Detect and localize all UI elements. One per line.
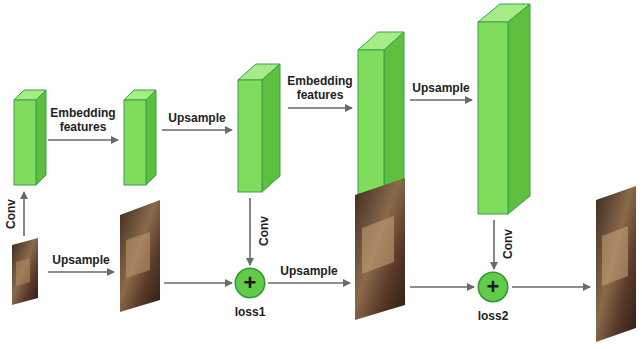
feature-map — [14, 4, 530, 214]
conv-label: Conv — [257, 216, 271, 246]
operation-label: Upsample — [280, 264, 337, 278]
loss-label: loss1 — [235, 305, 266, 319]
operation-label: Upsample — [52, 253, 109, 267]
conv-label: Conv — [4, 199, 18, 229]
operation-label: Upsample — [412, 81, 469, 95]
sum-circle: +loss2 — [477, 271, 509, 303]
operator-symbol: + — [477, 271, 509, 303]
operator-symbol: + — [234, 267, 266, 299]
loss-label: loss2 — [478, 309, 509, 323]
image — [12, 178, 636, 342]
operation-label: Embedding features — [46, 106, 120, 135]
conv-label: Conv — [501, 229, 515, 259]
arrow — [24, 100, 590, 287]
sum-circle: +loss1 — [234, 267, 266, 299]
operation-label: Embedding features — [283, 74, 357, 103]
operation-label: Upsample — [168, 111, 225, 125]
